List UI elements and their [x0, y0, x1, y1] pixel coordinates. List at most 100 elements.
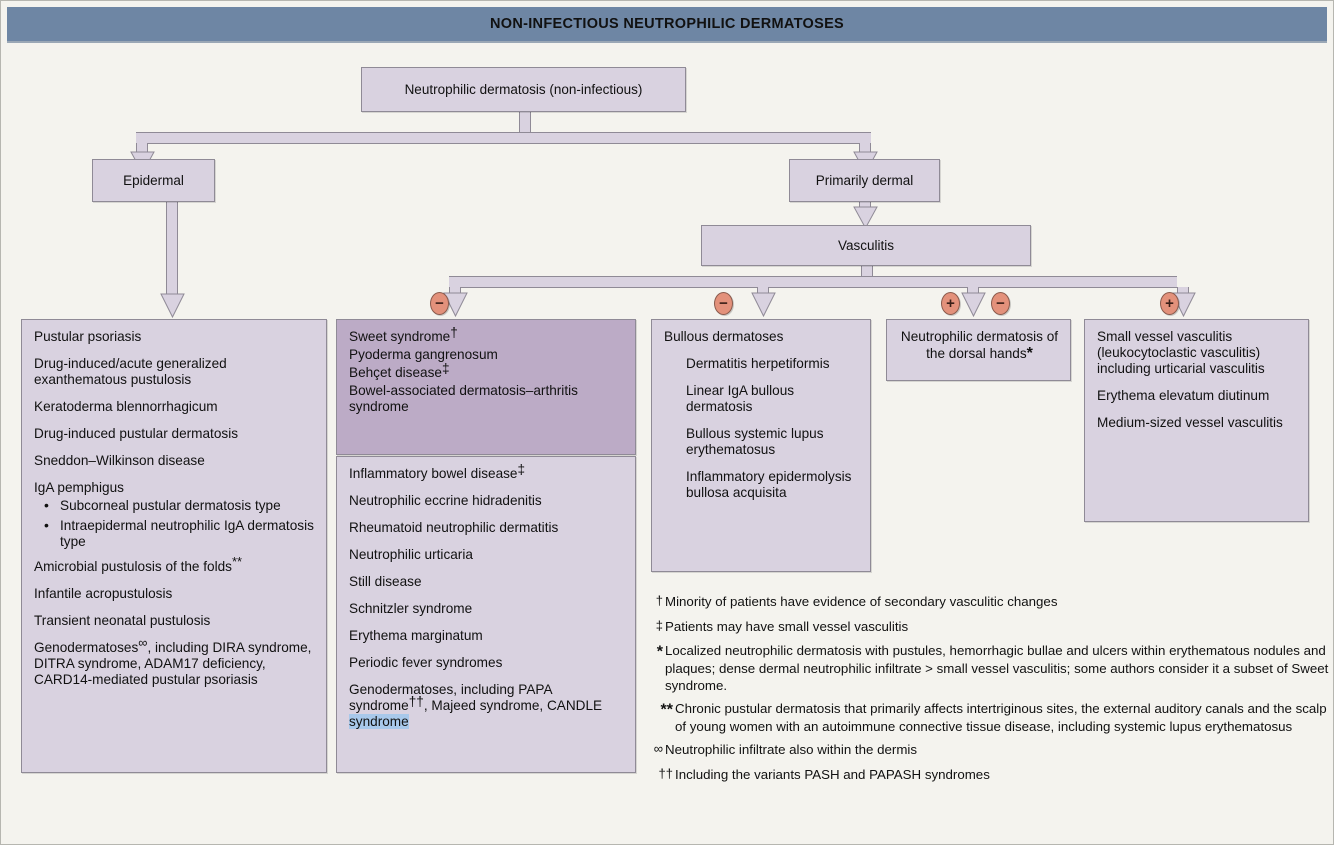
panel-dermal-associations[interactable]: Inflammatory bowel disease‡ Neutrophilic…: [336, 456, 636, 773]
footnote-text: Localized neutrophilic dermatosis with p…: [665, 643, 1329, 694]
panel-dorsal-hands[interactable]: Neutrophilic dermatosis of the dorsal ha…: [886, 319, 1071, 381]
node-epidermal-label: Epidermal: [123, 173, 184, 188]
panel-epidermal[interactable]: Pustular psoriasis Drug-induced/acute ge…: [21, 319, 327, 773]
connector-dermal-to-vasculitis: [859, 201, 871, 209]
list-item: Amicrobial pustulosis of the folds**: [34, 554, 243, 575]
node-vasculitis-label: Vasculitis: [837, 238, 895, 253]
footnote-marker: ‡: [655, 617, 663, 633]
footnote-marker: †: [655, 593, 663, 608]
node-vasculitis[interactable]: Vasculitis: [701, 225, 1031, 266]
node-root[interactable]: Neutrophilic dermatosis (non-infectious): [361, 67, 686, 112]
connector-to-small-vessel: [1177, 287, 1189, 295]
list-item: Subcorneal pustular dermatosis type: [34, 497, 316, 514]
list-item: Neutrophilic eccrine hidradenitis: [349, 493, 542, 509]
list-item-genodermatoses: Genodermatoses, including PAPA syndrome†…: [349, 682, 603, 730]
footnote-row: † Minority of patients have evidence of …: [649, 593, 1329, 614]
list-item: Transient neonatal pustulosis: [34, 613, 211, 629]
list-item: Small vessel vasculitis (leukocytoclasti…: [1097, 329, 1265, 377]
footnote-text: Minority of patients have evidence of se…: [665, 594, 1058, 609]
connector-root-bus: [136, 132, 871, 144]
page-title-bar: NON-INFECTIOUS NEUTROPHILIC DERMATOSES: [7, 7, 1327, 43]
list-item: Bowel-associated dermatosis–arthritis sy…: [349, 383, 578, 415]
list-item: Schnitzler syndrome: [349, 601, 473, 617]
small-vessel-list: Small vessel vasculitis (leukocytoclasti…: [1097, 329, 1298, 431]
footnote-marker-double-dagger: ‡: [517, 461, 526, 477]
dorsal-hands-text: Neutrophilic dermatosis of the dorsal ha…: [900, 329, 1059, 362]
dermal-associations-list: Inflammatory bowel disease‡ Neutrophilic…: [349, 461, 625, 730]
footnote-text: Including the variants PASH and PAPASH s…: [675, 766, 990, 782]
node-primarily-dermal-label: Primarily dermal: [815, 173, 914, 188]
node-root-label: Neutrophilic dermatosis (non-infectious): [404, 82, 643, 97]
badge-plus-1[interactable]: +: [941, 292, 960, 315]
arrowhead-column-dorsal-hands: [961, 292, 986, 318]
footnote-marker: ††: [658, 765, 673, 781]
footnote-row: * Localized neutrophilic dermatosis with…: [649, 642, 1329, 694]
list-item: Pustular psoriasis: [34, 329, 142, 344]
list-item: Sweet syndrome†: [349, 324, 458, 344]
list-item: Sneddon–Wilkinson disease: [34, 453, 205, 469]
footnote-text: Chronic pustular dermatosis that primari…: [675, 701, 1327, 734]
badge-symbol: −: [996, 295, 1005, 312]
badge-symbol: +: [946, 295, 955, 312]
connector-to-dorsal-hands: [967, 287, 979, 295]
badge-symbol: −: [719, 295, 728, 312]
panel-bullous-dermatoses[interactable]: Bullous dermatoses Dermatitis herpetifor…: [651, 319, 871, 572]
badge-minus-2[interactable]: −: [714, 292, 733, 315]
list-item: Rheumatoid neutrophilic dermatitis: [349, 520, 559, 536]
connector-vasculitis-bus: [449, 276, 1177, 288]
footnote-row: ∞ Neutrophilic infiltrate also within th…: [649, 741, 1329, 762]
list-item: Drug-induced/acute generalized exanthema…: [34, 356, 227, 388]
footnote-marker-double-dagger-tt: ††: [408, 694, 424, 710]
footnote-row: ‡ Patients may have small vessel vasculi…: [649, 618, 1329, 639]
footnote-text: Neutrophilic infiltrate also within the …: [665, 741, 918, 757]
list-item: Erythema elevatum diutinum: [1097, 388, 1270, 404]
arrowhead-column-bullous: [751, 292, 776, 318]
badge-symbol: −: [435, 295, 444, 312]
connector-epidermal-drop: [166, 201, 178, 297]
list-item: Inflammatory bowel disease‡: [349, 461, 526, 481]
badge-plus-2[interactable]: +: [1160, 292, 1179, 315]
badge-symbol: +: [1165, 295, 1174, 312]
selected-text: syndrome: [349, 714, 409, 730]
footnotes-block: † Minority of patients have evidence of …: [649, 593, 1329, 790]
footnote-row: †† Including the variants PASH and PAPAS…: [649, 766, 1329, 787]
footnote-marker-double-star: **: [231, 554, 243, 570]
list-item: Linear IgA bullous dermatosis: [686, 383, 795, 415]
list-item: Pyoderma gangrenosum: [349, 347, 498, 363]
footnote-marker: *: [656, 643, 663, 661]
panel-small-vessel-vasculitis[interactable]: Small vessel vasculitis (leukocytoclasti…: [1084, 319, 1309, 522]
list-item: Dermatitis herpetiformis: [686, 356, 830, 372]
list-item: IgA pemphigus: [34, 480, 124, 496]
connector-to-sweet: [449, 287, 461, 295]
footnote-marker-star: *: [1026, 345, 1033, 363]
arrowhead-vasculitis: [853, 206, 878, 230]
list-item: Inflammatory epidermolysis bullosa acqui…: [686, 469, 852, 501]
list-item: Intraepidermal neutrophilic IgA dermatos…: [34, 517, 316, 550]
footnote-marker-dagger: †: [450, 324, 458, 340]
list-item: Keratoderma blennorrhagicum: [34, 399, 218, 415]
arrowhead-column-epidermal: [160, 293, 185, 319]
list-item: Genodermatoses∞, including DIRA syndrome…: [34, 635, 312, 688]
list-item: Periodic fever syndromes: [349, 655, 503, 671]
panel-sweet-syndrome-group[interactable]: Sweet syndrome† Pyoderma gangrenosum Beh…: [336, 319, 636, 455]
node-primarily-dermal[interactable]: Primarily dermal: [789, 159, 940, 202]
footnote-marker-infinity: ∞: [138, 635, 148, 651]
bullous-list: Bullous dermatoses Dermatitis herpetifor…: [664, 329, 860, 501]
footnote-row: ** Chronic pustular dermatosis that prim…: [649, 700, 1329, 735]
badge-minus-1[interactable]: −: [430, 292, 449, 315]
badge-minus-3[interactable]: −: [991, 292, 1010, 315]
node-epidermal[interactable]: Epidermal: [92, 159, 215, 202]
list-item: Medium-sized vessel vasculitis: [1097, 415, 1283, 431]
bullous-heading: Bullous dermatoses: [664, 329, 784, 344]
list-item: Still disease: [349, 574, 422, 590]
list-item: Drug-induced pustular dermatosis: [34, 426, 239, 442]
sweet-list: Sweet syndrome† Pyoderma gangrenosum Beh…: [349, 324, 625, 415]
list-item: Infantile acropustulosis: [34, 586, 173, 602]
connector-to-bullous: [757, 287, 769, 295]
arrowhead-column-sweet: [443, 292, 468, 318]
epidermal-list: Pustular psoriasis Drug-induced/acute ge…: [34, 329, 316, 689]
footnote-marker: **: [660, 701, 673, 719]
footnote-marker: ∞: [653, 740, 663, 756]
footnote-marker-double-dagger: ‡: [441, 360, 450, 376]
